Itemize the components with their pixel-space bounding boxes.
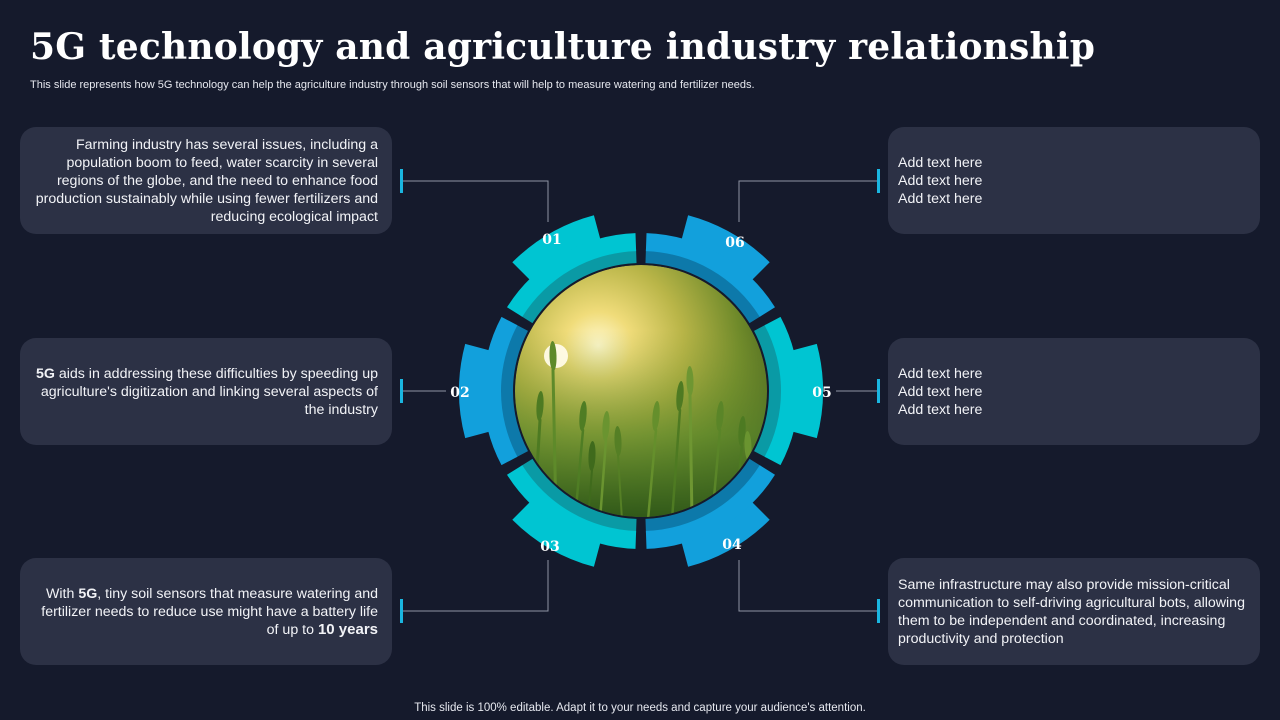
text-box-03-text: , tiny soil sensors that measure waterin… xyxy=(41,585,378,638)
wheat-stalk xyxy=(670,408,682,517)
gear-segment-04 xyxy=(645,465,775,549)
gear-segment-03-tooth xyxy=(512,489,605,567)
text-box-04: Same infrastructure may also provide mis… xyxy=(888,558,1260,665)
text-box-03: With 5G, tiny soil sensors that measure … xyxy=(20,558,392,665)
wheat-ear xyxy=(602,411,610,441)
text-box-02-text: aids in addressing these difficulties by… xyxy=(40,365,378,418)
wheat-ear xyxy=(676,381,684,411)
segment-number-01: 01 xyxy=(542,232,561,248)
text-box-05: Add text here Add text here Add text her… xyxy=(888,338,1260,445)
gear-segment-02-inner-band xyxy=(499,324,528,458)
wheat-stalk xyxy=(646,428,658,517)
page-title: 5G technology and agriculture industry r… xyxy=(30,26,1096,68)
text-box-03-strong-years: 10 years xyxy=(317,620,378,638)
text-box-02: 5G aids in addressing these difficulties… xyxy=(20,338,392,445)
text-box-04-text: Same infrastructure may also provide mis… xyxy=(898,576,1245,647)
wheat-stalk xyxy=(688,393,694,517)
wheat-ear xyxy=(716,401,724,431)
segment-number-02: 02 xyxy=(450,385,469,401)
wheat-ear xyxy=(579,401,587,431)
segment-number-05: 05 xyxy=(812,385,831,401)
connector-ticks xyxy=(400,169,880,623)
wheat-ear xyxy=(744,431,752,461)
wheat-ear xyxy=(614,426,622,456)
gear-segment-04-tooth xyxy=(677,489,770,567)
page-subtitle: This slide represents how 5G technology … xyxy=(30,79,755,91)
connector-lines xyxy=(402,180,878,612)
wheat-ear xyxy=(652,401,660,431)
wheat-ear xyxy=(588,441,596,471)
text-box-03-strong: 5G xyxy=(78,585,98,602)
wheat-ear xyxy=(536,391,544,421)
wheat-ear xyxy=(549,341,557,371)
text-box-06-line: Add text here xyxy=(898,154,983,171)
segment-number-04: 04 xyxy=(722,537,742,553)
text-box-05-line: Add text here xyxy=(898,401,983,418)
wheat-ear xyxy=(686,366,694,396)
wheat-ear xyxy=(738,416,746,446)
text-box-01: Farming industry has several issues, inc… xyxy=(20,127,392,234)
gear-segment-01 xyxy=(507,233,637,317)
text-box-06-line: Add text here xyxy=(898,172,983,189)
text-box-05-line: Add text here xyxy=(898,365,983,382)
gear-segment-06 xyxy=(645,233,775,317)
segment-number-06: 06 xyxy=(725,235,744,251)
text-box-06-line: Add text here xyxy=(898,190,983,207)
gear-segment-05 xyxy=(764,316,799,466)
text-box-06: Add text here Add text here Add text her… xyxy=(888,127,1260,234)
wheat-stalk xyxy=(598,438,608,517)
gear-segment-03 xyxy=(507,465,637,549)
text-box-05-line: Add text here xyxy=(898,383,983,400)
text-box-02-strong: 5G xyxy=(35,365,55,382)
gear-ring xyxy=(458,215,824,567)
text-box-03-pre: With xyxy=(45,585,79,602)
wheat-stalk xyxy=(617,454,623,517)
gear-segment-06-tooth xyxy=(677,215,770,293)
gear-segment-05-inner-band xyxy=(754,324,783,458)
segment-number-03: 03 xyxy=(540,539,559,555)
gear-segment-01-tooth xyxy=(512,215,605,293)
gear-segment-02 xyxy=(483,316,518,466)
text-box-01-text: Farming industry has several issues, inc… xyxy=(35,136,378,225)
footer-note: This slide is 100% editable. Adapt it to… xyxy=(414,702,866,714)
